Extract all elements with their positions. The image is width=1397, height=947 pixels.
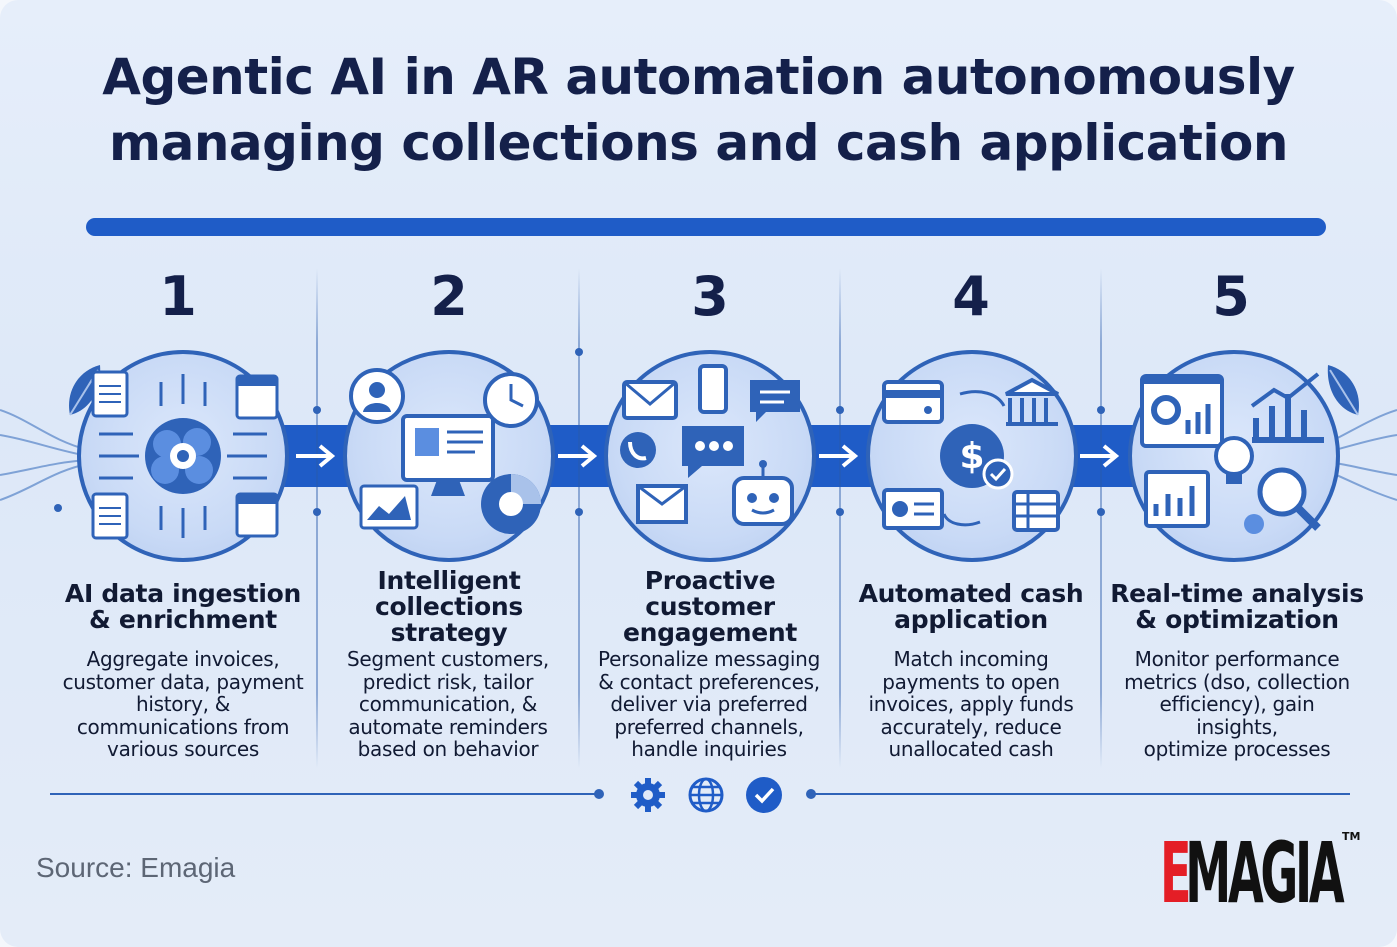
column-divider <box>1097 268 1105 768</box>
step-heading: AI data ingestion & enrichment <box>64 579 302 634</box>
step-number: 5 <box>1212 265 1250 328</box>
arrow-right-icon <box>819 444 859 468</box>
emagia-logo: E MAGIA TM <box>1160 826 1360 910</box>
title-line-1: Agentic AI in AR automation autonomously <box>102 48 1295 106</box>
step-1: 1 <box>43 262 313 332</box>
step-description: Monitor performance metrics (dso, collec… <box>1124 647 1350 761</box>
step-heading: Proactive customer engagement <box>622 566 798 647</box>
monitor-strategy-icon <box>343 350 555 562</box>
dollar-check-icon: $ <box>866 350 1078 562</box>
step-heading: Intelligent collections strategy <box>375 566 523 647</box>
globe-icon <box>688 777 724 813</box>
page-title: Agentic AI in AR automation autonomously… <box>0 44 1397 176</box>
svg-text:TM: TM <box>1342 830 1360 843</box>
step-number: 3 <box>691 265 729 328</box>
arrow-right-icon <box>296 444 336 468</box>
brain-gear-data-icon <box>77 350 289 562</box>
step-4: 4 <box>836 262 1106 332</box>
right-leaf-icon <box>1327 365 1359 416</box>
step-5: 5 <box>1096 262 1366 332</box>
step-heading: Automated cash application <box>858 579 1084 634</box>
step-number: 4 <box>952 265 990 328</box>
step-description: Aggregate invoices, customer data, payme… <box>62 647 304 761</box>
step-heading: Real-time analysis & optimization <box>1110 579 1364 634</box>
svg-text:MAGIA: MAGIA <box>1185 826 1345 910</box>
column-divider <box>836 268 844 768</box>
gear-icon <box>631 778 665 812</box>
title-line-2: managing collections and cash applicatio… <box>108 114 1289 172</box>
bottom-line-right <box>806 789 1350 799</box>
column-divider <box>313 268 321 768</box>
chat-bot-engagement-icon <box>604 350 816 562</box>
step-number: 2 <box>430 265 468 328</box>
svg-text:E: E <box>1160 826 1189 910</box>
step-3: 3 <box>575 262 845 332</box>
arrow-right-icon <box>558 444 598 468</box>
step-2: 2 <box>314 262 584 332</box>
check-circle-icon <box>746 777 782 813</box>
column-divider <box>575 268 583 768</box>
step-description: Personalize messaging & contact preferen… <box>598 647 820 761</box>
source-label: Source: Emagia <box>36 852 236 883</box>
step-number: 1 <box>159 265 197 328</box>
arrow-right-icon <box>1080 444 1120 468</box>
analytics-lightbulb-icon <box>1128 350 1340 562</box>
svg-text:$: $ <box>959 436 984 477</box>
bottom-line-left <box>50 789 604 799</box>
title-underline-bar <box>86 218 1326 236</box>
step-description: Match incoming payments to open invoices… <box>868 647 1074 761</box>
step-description: Segment customers, predict risk, tailor … <box>347 647 549 761</box>
